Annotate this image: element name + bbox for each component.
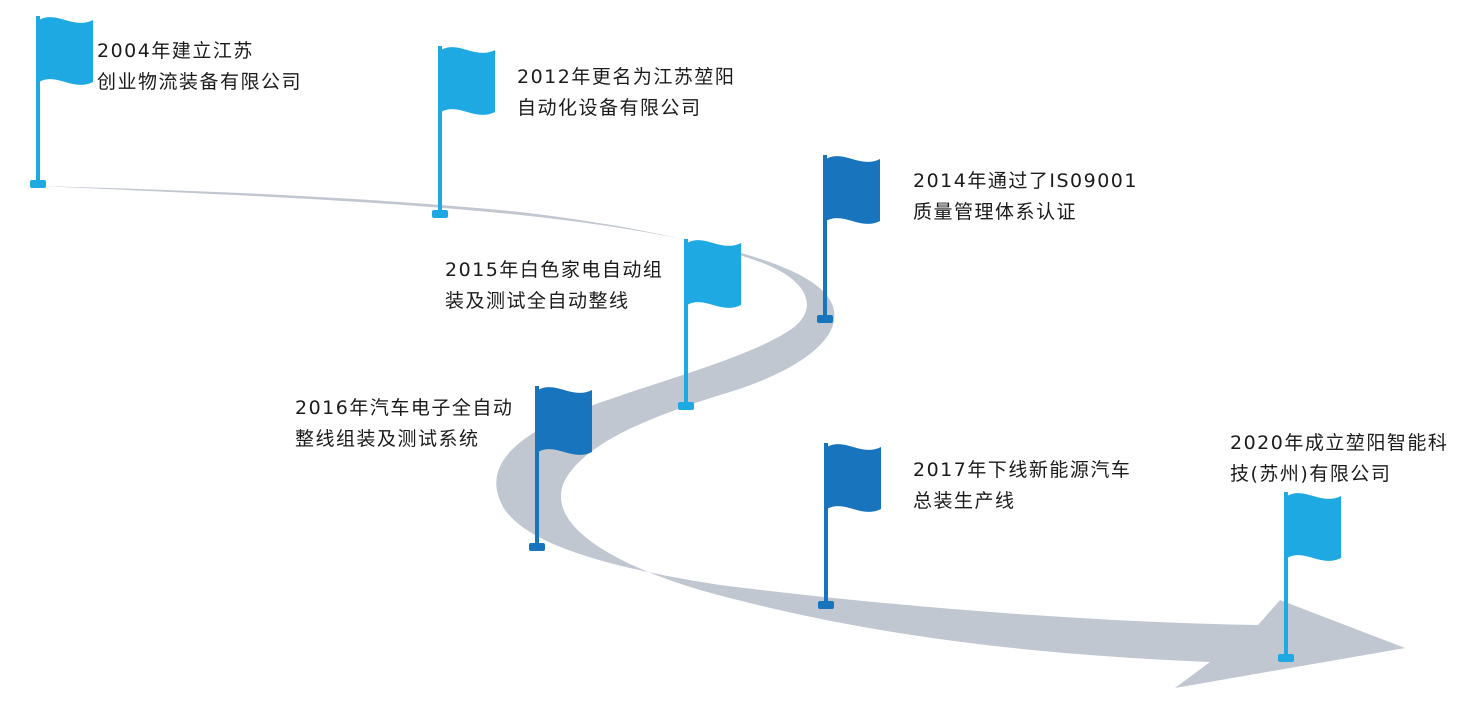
milestone-2014: 2014年通过了IS09001 质量管理体系认证 (913, 166, 1138, 228)
flag-base (30, 180, 46, 188)
milestone-2020: 2020年成立堃阳智能科 技(苏州)有限公司 (1230, 428, 1448, 490)
flag-2020-icon (1278, 492, 1341, 662)
flag-cloth (827, 444, 881, 512)
milestone-2017: 2017年下线新能源汽车 总装生产线 (913, 455, 1131, 517)
milestone-2014-line2: 质量管理体系认证 (913, 201, 1078, 223)
flag-cloth (687, 240, 741, 308)
flag-cloth (39, 17, 93, 85)
flag-cloth (538, 387, 592, 455)
flag-base (818, 601, 834, 609)
flag-pole (823, 155, 827, 319)
flag-pole (535, 386, 539, 547)
milestone-2020-line2: 技(苏州)有限公司 (1230, 463, 1392, 485)
flag-2004-icon (30, 16, 93, 188)
milestone-2015: 2015年白色家电自动组 装及测试全自动整线 (445, 255, 663, 317)
milestone-2017-line1: 2017年下线新能源汽车 (913, 459, 1132, 481)
milestone-2015-line2: 装及测试全自动整线 (445, 290, 630, 312)
flag-pole (438, 46, 442, 214)
milestone-2016-line1: 2016年汽车电子全自动 (295, 397, 514, 419)
flag-base (529, 543, 545, 551)
milestone-2014-line1: 2014年通过了IS09001 (913, 170, 1138, 192)
milestone-2004-line2: 创业物流装备有限公司 (97, 71, 303, 93)
flag-2015-icon (678, 239, 741, 410)
flag-base (817, 315, 833, 323)
flag-base (678, 402, 694, 410)
flag-base (432, 210, 448, 218)
milestone-2016: 2016年汽车电子全自动 整线组装及测试系统 (295, 393, 513, 455)
flag-cloth (441, 47, 495, 115)
milestone-2016-line2: 整线组装及测试系统 (295, 428, 480, 450)
milestone-2012-line1: 2012年更名为江苏堃阳 (517, 66, 736, 88)
flag-base (1278, 654, 1294, 662)
flag-pole (684, 239, 688, 406)
flag-2014-icon (817, 155, 880, 323)
flag-cloth (826, 156, 880, 224)
milestone-2017-line2: 总装生产线 (913, 490, 1016, 512)
milestone-2012-line2: 自动化设备有限公司 (517, 97, 702, 119)
flag-2016-icon (529, 386, 592, 551)
flag-pole (1284, 492, 1288, 658)
road-arrow (38, 186, 1405, 688)
flag-pole (36, 16, 40, 184)
milestone-2004-line1: 2004年建立江苏 (97, 40, 254, 62)
milestone-2012: 2012年更名为江苏堃阳 自动化设备有限公司 (517, 62, 735, 124)
milestone-2015-line1: 2015年白色家电自动组 (445, 259, 664, 281)
flag-pole (824, 443, 828, 605)
flag-2017-icon (818, 443, 881, 609)
flag-cloth (1287, 493, 1341, 561)
milestone-2020-line1: 2020年成立堃阳智能科 (1230, 432, 1449, 454)
milestone-2004: 2004年建立江苏 创业物流装备有限公司 (97, 36, 302, 98)
flag-2012-icon (432, 46, 495, 218)
